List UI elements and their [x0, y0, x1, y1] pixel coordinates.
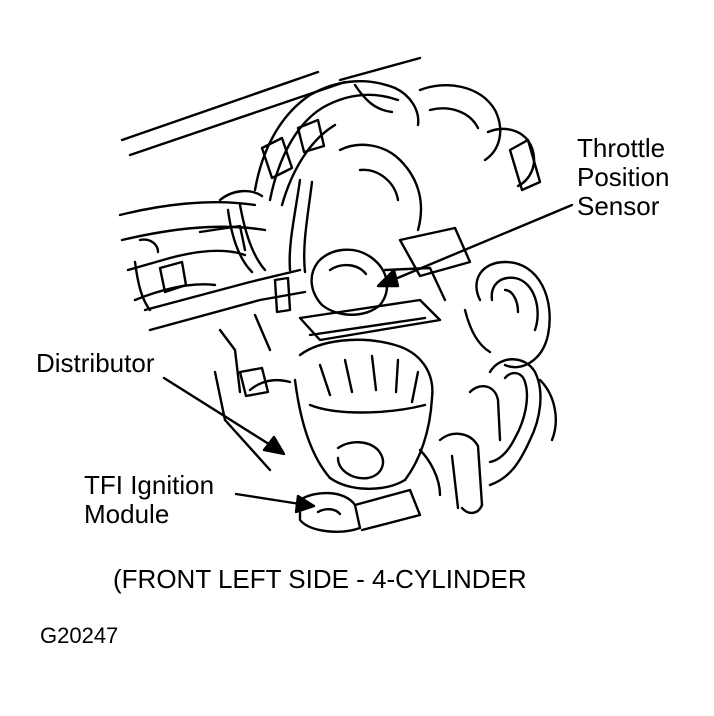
tfi-label-line-2: Module [84, 499, 170, 529]
tps-leader-line [386, 203, 574, 284]
tfi-ignition-module-label: TFI Ignition Module [84, 471, 214, 529]
figure-id: G20247 [40, 623, 119, 648]
tps-label-line-1: Throttle [577, 133, 666, 163]
tfi-leader-line [234, 492, 302, 506]
tps-label-line-2: Position [577, 162, 670, 192]
distributor-assembly [293, 338, 434, 533]
figure-caption: (FRONT LEFT SIDE - 4-CYLINDER [113, 564, 527, 594]
throttle-position-sensor-label: Throttle Position Sensor [577, 134, 670, 221]
tfi-arrow-head [294, 494, 316, 514]
intake-manifold [118, 189, 307, 332]
distributor-label: Distributor [36, 348, 155, 378]
tfi-label-line-1: TFI Ignition [84, 470, 215, 500]
wiring-harness [226, 80, 420, 314]
distributor-leader-line [162, 376, 274, 448]
leader-arrows [162, 203, 574, 514]
tps-label-line-3: Sensor [577, 191, 660, 221]
alternator-pulley [463, 260, 551, 369]
engine-block-lower [213, 313, 292, 472]
distributor-arrow-head [262, 435, 286, 456]
tps-arrow-head [376, 268, 400, 288]
coolant-hoses [418, 358, 557, 515]
throttle-body [298, 83, 542, 342]
